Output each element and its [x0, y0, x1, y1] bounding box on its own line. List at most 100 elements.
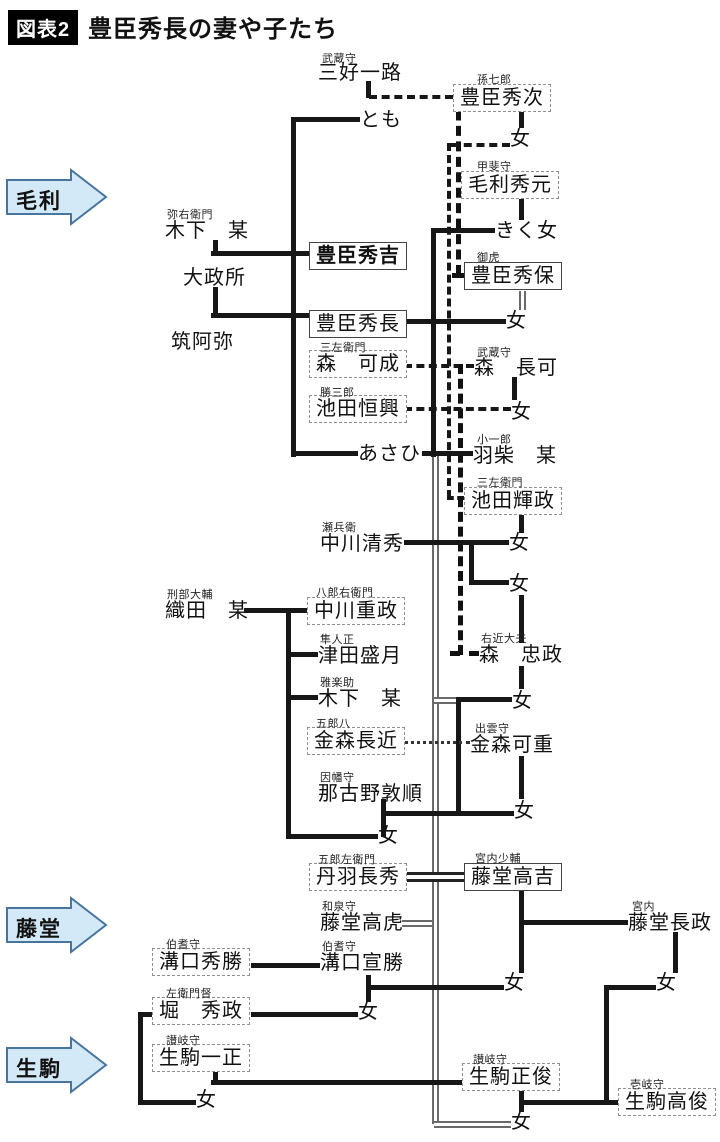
- person-oda-bou: 織田 某: [165, 600, 249, 622]
- tree-line-s-0: [366, 81, 371, 98]
- person-ikoma-masatoshi: 生駒正俊: [462, 1063, 560, 1091]
- person-nakagawa-shigemasa: 中川重政: [307, 597, 405, 625]
- tree-line-s-29: [469, 540, 474, 582]
- tree-line-s-31: [519, 595, 524, 643]
- tree-line-w2-45: [402, 872, 464, 882]
- female-marker-onna-12: 女: [196, 1089, 217, 1111]
- court-title-oda-bou: 刑部大輔: [167, 589, 213, 601]
- person-mori-nagayoshi: 森 長可: [474, 357, 558, 379]
- tree-line-d-7: [447, 496, 464, 500]
- tree-line-s-13: [213, 240, 218, 254]
- person-tsuda-morikatsu: 津田盛月: [318, 645, 402, 667]
- person-mizoguchi-nobukatsu: 溝口宣勝: [320, 952, 404, 974]
- female-marker-onna-1: 女: [510, 128, 531, 150]
- tree-line-s-11: [431, 228, 495, 233]
- person-mori-hidemoto: 毛利秀元: [461, 171, 559, 199]
- tree-line-s-46: [519, 891, 524, 973]
- tree-line-s-10: [519, 199, 524, 220]
- person-omandokoro: 大政所: [183, 267, 246, 289]
- person-hashiba-bou: 羽柴 某: [473, 445, 557, 467]
- court-title-mori-hidemoto: 甲斐守: [477, 161, 512, 173]
- court-title-ikoma-masatoshi: 讃岐守: [473, 1054, 508, 1066]
- tree-line-s-30: [469, 580, 509, 585]
- tree-line-s-28: [404, 540, 509, 545]
- tree-line-w-48: [402, 920, 432, 927]
- person-toyotomi-hideyasu: 豊臣秀保: [464, 262, 562, 290]
- person-ikoma-takatoshi: 生駒高俊: [618, 1088, 716, 1116]
- clan-arrow-ikoma: 生駒: [6, 1035, 108, 1095]
- person-todo-takatora: 藤堂高虎: [320, 912, 404, 934]
- female-marker-onna-5: 女: [509, 573, 530, 595]
- person-kinoshita-bou-2: 木下 某: [318, 688, 402, 710]
- court-title-ikeda-tsuneoki: 勝三郎: [320, 387, 355, 399]
- court-title-mori-yoshinari: 三左衛門: [320, 342, 366, 354]
- person-toyotomi-hidenaga: 豊臣秀長: [309, 310, 407, 338]
- tree-line-d-23: [404, 407, 511, 411]
- court-title-nakagawa-shigemasa: 八郎右衛門: [316, 587, 374, 599]
- court-title-niwa-nagahide: 五郎左衛門: [318, 854, 376, 866]
- female-marker-onna-9: 女: [504, 972, 525, 994]
- person-todo-nagamasa: 藤堂長政: [628, 912, 712, 934]
- court-title-nagoya-atsunori: 因幡守: [320, 772, 355, 784]
- tree-line-d2-20: [458, 364, 463, 655]
- court-title-tsuda-morikatsu: 隼人正: [320, 634, 355, 646]
- tree-line-s-49: [673, 932, 678, 973]
- tree-line-s-39: [286, 834, 378, 839]
- person-asahi: あさひ: [358, 443, 421, 465]
- tree-line-s-15: [213, 287, 218, 315]
- clan-arrow-mori: 毛利: [6, 167, 108, 227]
- tree-line-s-4: [519, 112, 524, 128]
- person-kanamori-yoshishige: 金森可重: [470, 734, 554, 756]
- court-title-miyoshi-kazumichi: 武蔵守: [322, 53, 357, 65]
- female-marker-onna-3: 女: [511, 401, 532, 423]
- court-title-kinoshita-bou-1: 弥右衛門: [167, 209, 213, 221]
- court-title-kanamori-yoshishige: 出雲守: [475, 723, 510, 735]
- female-marker-onna-2: 女: [506, 310, 527, 332]
- clan-arrow-label-todo: 藤堂: [16, 918, 62, 941]
- figure-badge: 図表2: [8, 10, 79, 45]
- court-title-kanamori-nagachika: 五郎八: [316, 718, 351, 730]
- female-marker-onna-6: 女: [512, 690, 533, 712]
- page-title: 豊臣秀長の妻や子たち: [88, 16, 338, 43]
- person-hori-hidemasa: 堀 秀政: [152, 997, 250, 1025]
- clan-arrow-todo: 藤堂: [6, 895, 108, 955]
- court-title-todo-takayoshi: 宮内少輔: [475, 853, 521, 865]
- court-title-ikoma-takatoshi: 壱岐守: [630, 1079, 665, 1091]
- person-miyoshi-kazumichi: 三好一路: [318, 62, 402, 84]
- court-title-hashiba-bou: 小一郎: [477, 434, 512, 446]
- court-title-mizoguchi-hidekatsu: 伯耆守: [166, 939, 201, 951]
- court-title-hori-hidemasa: 左衛門督: [166, 988, 212, 1000]
- court-title-todo-nagamasa: 宮内: [632, 901, 655, 913]
- person-mori-yoshinari: 森 可成: [309, 350, 407, 378]
- arrow-right-icon: [6, 167, 108, 227]
- tree-line-s-47: [519, 920, 628, 925]
- arrow-right-icon: [6, 895, 108, 955]
- court-title-toyotomi-hidetsugu: 孫七郎: [477, 74, 512, 86]
- female-marker-onna-7: 女: [514, 800, 535, 822]
- person-ikeda-terumasa: 池田輝政: [464, 487, 562, 515]
- tree-line-s-38: [381, 799, 386, 837]
- tree-line-w-18: [519, 291, 526, 310]
- person-nagoya-atsunori: 那古野敦順: [318, 783, 423, 805]
- tree-line-s-37: [382, 811, 514, 816]
- tree-line-w-26: [432, 455, 439, 1124]
- female-marker-onna-10: 女: [656, 972, 677, 994]
- tree-line-s-59: [213, 1070, 218, 1083]
- tree-line-s-35: [456, 699, 461, 813]
- tree-line-s-58: [138, 1100, 196, 1105]
- person-niwa-nagahide: 丹羽長秀: [309, 863, 407, 891]
- person-nakagawa-kiyohide: 中川清秀: [320, 533, 404, 555]
- person-toyotomi-hidetsugu: 豊臣秀次: [453, 84, 551, 112]
- tree-line-d2-3: [452, 273, 466, 278]
- tree-line-s-43: [286, 695, 318, 700]
- tree-line-d-1: [369, 95, 453, 99]
- tree-line-s-34: [456, 697, 512, 702]
- person-toyotomi-hideyoshi: 豊臣秀吉: [309, 242, 407, 270]
- female-marker-onna-13: 女: [511, 1111, 532, 1133]
- female-marker-onna-8: 女: [378, 825, 399, 847]
- tree-line-s-8: [291, 117, 296, 457]
- tree-line-s-27: [519, 515, 524, 533]
- tree-line-d2-21: [450, 651, 479, 656]
- tree-line-s-32: [519, 666, 524, 689]
- tree-line-s-36: [519, 756, 524, 799]
